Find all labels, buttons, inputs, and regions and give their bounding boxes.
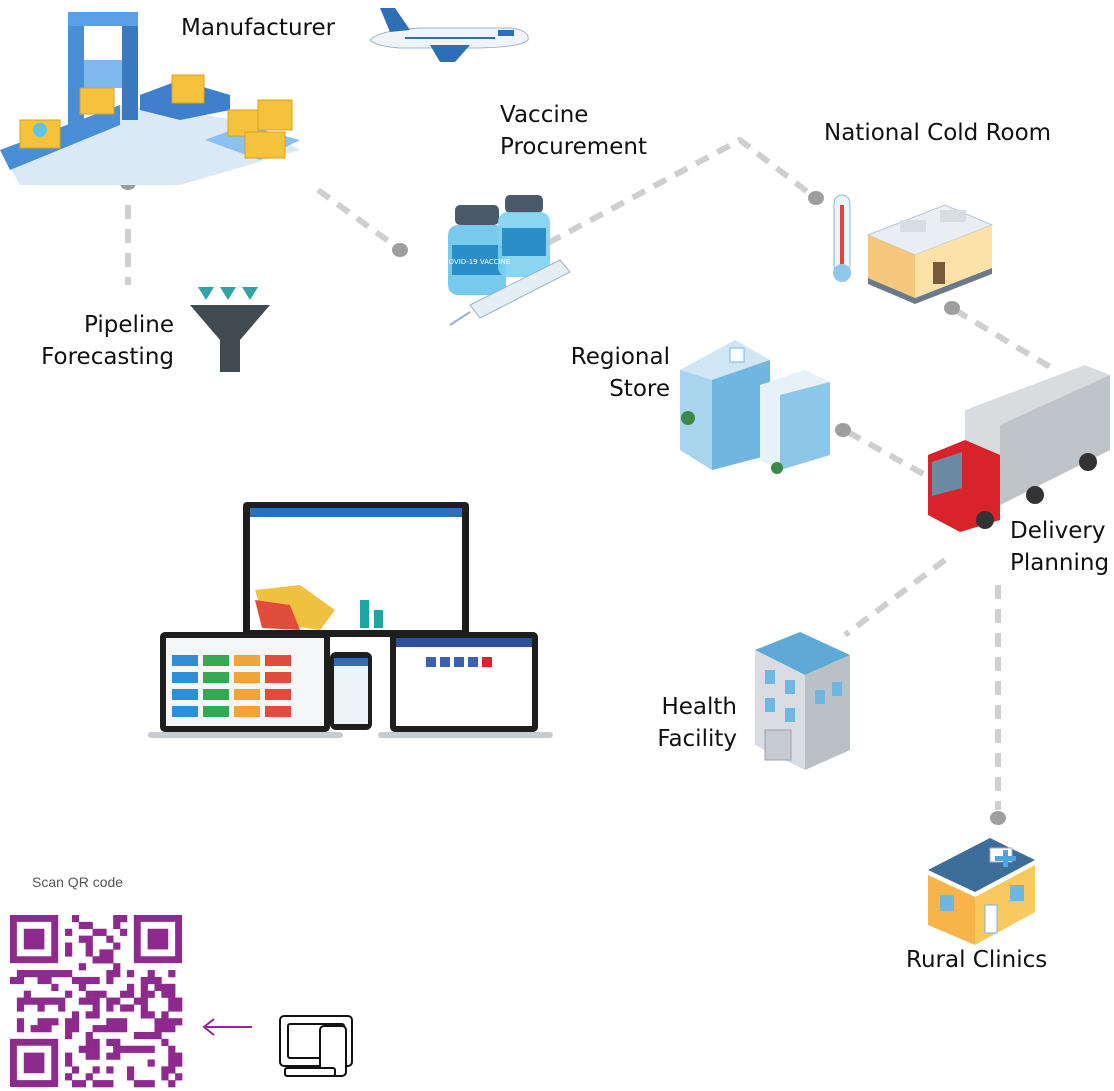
devices-icon <box>148 502 553 738</box>
label-planning: Planning <box>1010 550 1110 576</box>
label-forecasting: Forecasting <box>41 344 174 370</box>
vaccine-icon: COVID-19 VACCINE <box>444 195 571 326</box>
label-health: Health <box>661 694 737 720</box>
thermometer-icon <box>833 194 851 282</box>
airplane-icon <box>369 8 529 62</box>
connector-dots <box>120 176 1006 825</box>
qr-code-icon <box>10 915 183 1088</box>
label-vaccine: Vaccine <box>500 102 589 128</box>
conveyor-icon <box>0 12 300 185</box>
connector-vaccine-coldroom <box>546 136 820 246</box>
funnel-icon <box>190 287 270 372</box>
label-procurement: Procurement <box>500 134 647 160</box>
label-delivery: Delivery <box>1010 518 1106 544</box>
connector-regional-truck <box>846 429 927 478</box>
connector-coldroom-truck <box>953 307 1057 373</box>
connector-truck-health <box>843 557 947 638</box>
label-pipeline: Pipeline <box>83 312 174 338</box>
connectors <box>125 136 1057 810</box>
label-store: Store <box>609 376 670 402</box>
arrow-left-icon <box>202 1018 252 1036</box>
label-regional: Regional <box>570 344 670 370</box>
label-manufacturer: Manufacturer <box>181 15 336 41</box>
rural-clinic-icon <box>928 838 1035 945</box>
label-national-cold-room: National Cold Room <box>824 120 1052 146</box>
connector-manufacturer-vaccine <box>316 187 400 251</box>
truck-icon <box>928 365 1110 532</box>
qr-caption: Scan QR code <box>32 874 124 890</box>
label-facility: Facility <box>657 726 737 752</box>
vaccine-label: COVID-19 VACCINE <box>444 258 511 266</box>
hospital-building-icon <box>680 340 830 474</box>
label-rural-clinics: Rural Clinics <box>906 947 1048 973</box>
cold-room-icon <box>866 204 994 304</box>
health-facility-icon <box>755 632 850 770</box>
device-outline-icon <box>279 1015 353 1077</box>
